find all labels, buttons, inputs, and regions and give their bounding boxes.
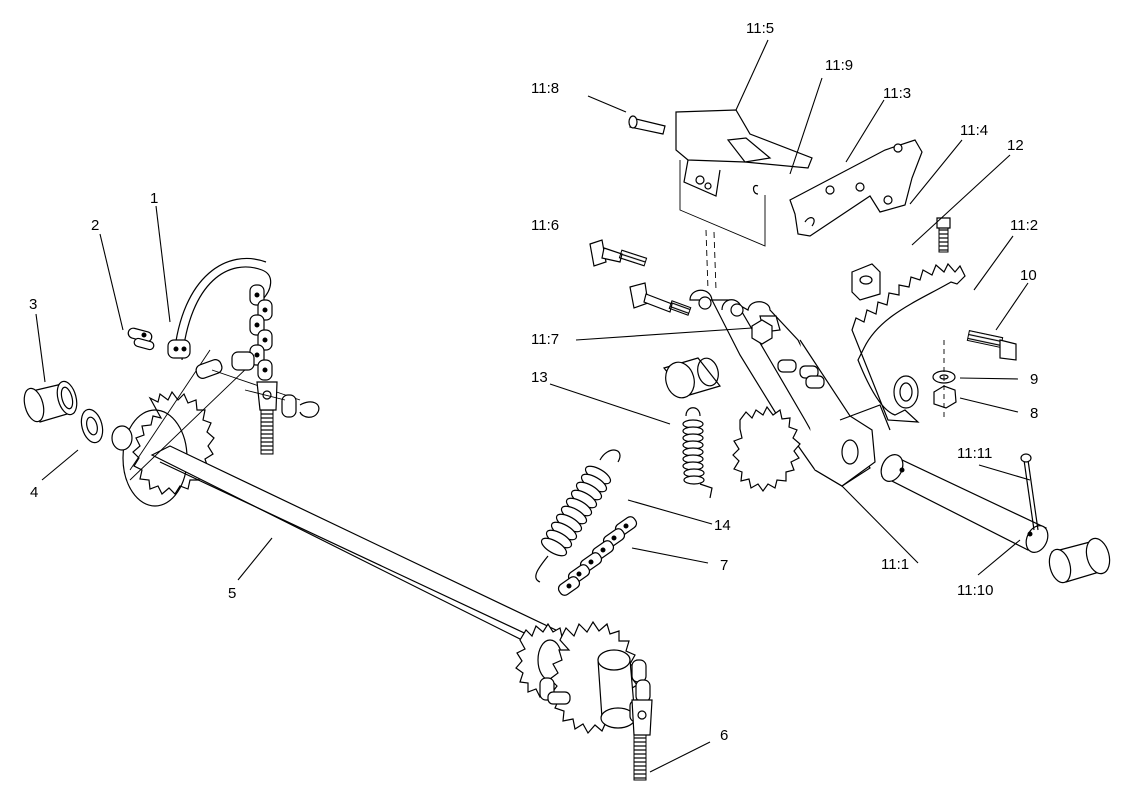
callout-11-11: 11:11 bbox=[957, 445, 992, 462]
sector-gear-part-11-2 bbox=[851, 262, 966, 423]
bottom-assembly bbox=[515, 620, 653, 781]
callout-13: 13 bbox=[531, 369, 548, 386]
callout-7: 7 bbox=[720, 557, 728, 574]
callout-11-8: 11:8 bbox=[531, 80, 559, 97]
shaft-part-11-10 bbox=[880, 454, 1049, 553]
lever-plate-part-11-1 bbox=[689, 289, 891, 487]
callout-3: 3 bbox=[29, 296, 37, 313]
callout-9: 9 bbox=[1030, 371, 1038, 388]
callout-14: 14 bbox=[714, 517, 731, 534]
connector-link bbox=[244, 389, 320, 418]
right-assembly bbox=[589, 109, 1111, 584]
lever-sprocket bbox=[732, 405, 801, 493]
pin-part-11-8 bbox=[628, 115, 666, 135]
spring-part-13 bbox=[682, 407, 713, 499]
callout-11-1: 11:1 bbox=[881, 556, 909, 573]
master-link-part-2 bbox=[127, 327, 301, 401]
callout-6: 6 bbox=[720, 727, 728, 744]
bracket-part-11-3 bbox=[789, 139, 923, 237]
callout-11-3: 11:3 bbox=[883, 85, 911, 102]
callout-11-6: 11:6 bbox=[531, 217, 559, 234]
end-bushing bbox=[1048, 537, 1111, 584]
callout-5: 5 bbox=[228, 585, 236, 602]
callout-4: 4 bbox=[30, 484, 38, 501]
left-assembly bbox=[23, 257, 561, 653]
callout-1: 1 bbox=[150, 190, 158, 207]
callout-2: 2 bbox=[91, 217, 99, 234]
callout-12: 12 bbox=[1007, 137, 1024, 154]
callout-labels: 1 2 3 4 5 6 7 8 9 10 11:1 11:2 11:3 11:4… bbox=[29, 20, 1038, 744]
callout-11-9: 11:9 bbox=[825, 57, 853, 74]
bolt-part-10 bbox=[966, 329, 1017, 361]
bolt-vertical bbox=[936, 217, 951, 253]
spring-part-14 bbox=[535, 449, 621, 583]
clip-part-11-9 bbox=[752, 184, 759, 195]
nut-part-11-7 bbox=[751, 319, 773, 345]
shaft-part-5 bbox=[150, 445, 561, 653]
callout-11-4: 11:4 bbox=[960, 122, 988, 139]
eyebolt-part-6 bbox=[633, 734, 647, 781]
bushing-lever bbox=[662, 357, 722, 399]
eyebolt-left bbox=[256, 381, 278, 455]
washer-part-4 bbox=[80, 408, 104, 444]
bushing-part-3 bbox=[23, 380, 78, 423]
callout-8: 8 bbox=[1030, 405, 1038, 422]
chain-loop bbox=[129, 257, 273, 481]
handle-block-part-11-5 bbox=[675, 109, 813, 197]
callout-11-10: 11:10 bbox=[957, 582, 993, 599]
bolt-part-11-6 bbox=[589, 239, 692, 316]
nut-part-8 bbox=[933, 385, 957, 409]
callout-11-7: 11:7 bbox=[531, 331, 559, 348]
leader-lines bbox=[35, 39, 1031, 773]
chain-part-7 bbox=[557, 516, 638, 596]
nut-part-12 bbox=[851, 263, 881, 301]
cotter-pin-part-11-11 bbox=[1020, 453, 1039, 531]
callout-11-5: 11:5 bbox=[746, 20, 774, 37]
callout-10: 10 bbox=[1020, 267, 1037, 284]
callout-11-2: 11:2 bbox=[1010, 217, 1038, 234]
